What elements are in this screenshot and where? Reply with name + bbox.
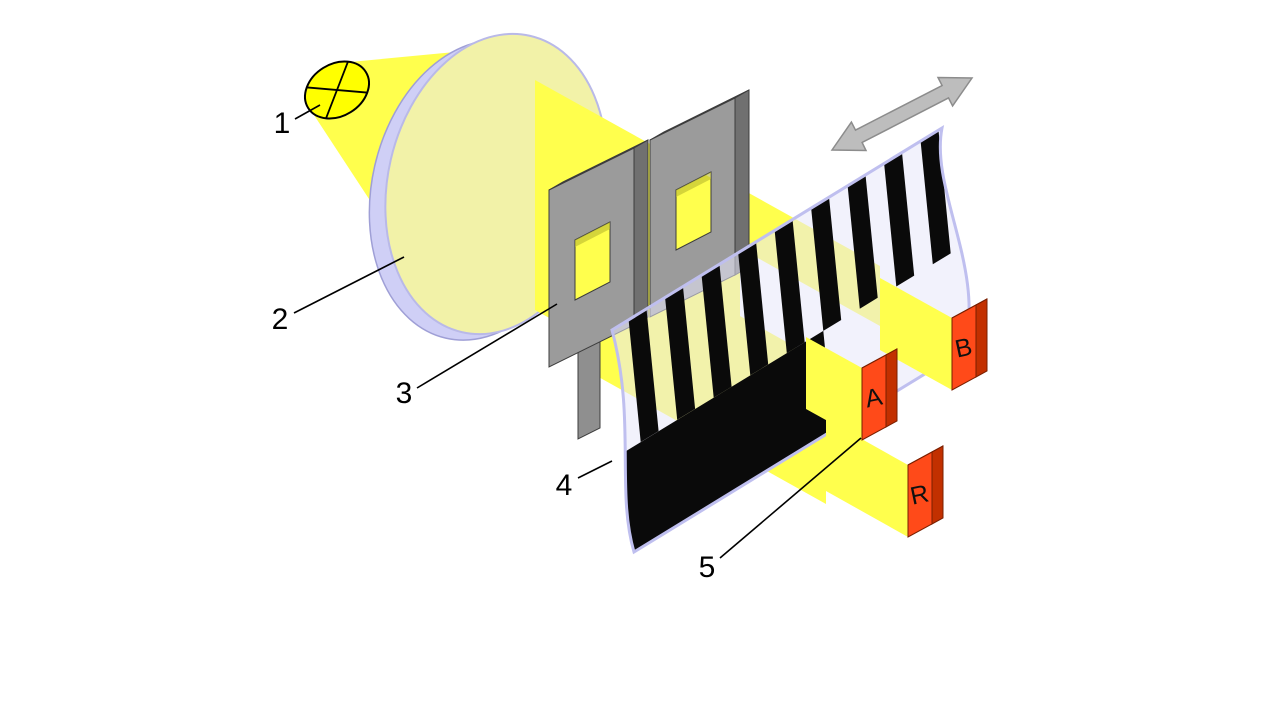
- detector-r-label: R: [908, 479, 931, 510]
- scale-stripe: [811, 197, 842, 331]
- scanning-mask: [548, 89, 750, 440]
- beam-to-a: [806, 337, 862, 440]
- detector-b-label: B: [953, 333, 975, 364]
- callout-4: 4: [556, 469, 573, 502]
- mask-left-side-face: [633, 139, 649, 326]
- leader-line-2: [293, 256, 405, 314]
- scale-stripe: [701, 264, 732, 398]
- callout-3: 3: [396, 377, 413, 410]
- detector-r: R: [907, 445, 944, 538]
- detector-a-label: A: [863, 383, 885, 414]
- scale-stripe: [628, 309, 659, 442]
- detector-a-side: [885, 348, 898, 428]
- detector-b: B: [951, 298, 988, 391]
- scale-stripe: [738, 242, 769, 376]
- detector-b-side: [975, 298, 988, 378]
- movement-arrow-icon: [830, 76, 974, 152]
- mask-right-window-shade: [676, 172, 711, 197]
- scale-stripe: [847, 175, 878, 309]
- reference-track: [612, 330, 834, 552]
- callout-5: 5: [699, 551, 716, 584]
- callout-1: 1: [274, 107, 291, 140]
- bulb-cross-line: [325, 61, 349, 119]
- detector-a: A: [861, 348, 898, 441]
- callout-2: 2: [272, 303, 289, 336]
- leader-line-3: [416, 303, 558, 389]
- code-scale: [610, 124, 971, 555]
- callouts: 1 2 3 4 5: [272, 104, 862, 584]
- detector-r-side: [931, 445, 944, 525]
- scale-stripe: [665, 286, 696, 420]
- leader-line-5: [719, 437, 862, 559]
- beam-to-b: [880, 278, 952, 390]
- detector-r-front: [907, 451, 933, 538]
- scale-stripe: [884, 153, 915, 287]
- scale-stripes: [612, 131, 951, 552]
- scale-stripe: [774, 220, 805, 354]
- light-source: [304, 60, 370, 120]
- leader-line-1: [294, 104, 321, 120]
- mask-left-window-shade: [575, 222, 610, 247]
- leader-line-4: [577, 460, 613, 479]
- scale-stripe: [920, 131, 951, 265]
- beam-to-r: [826, 419, 908, 537]
- detector-b-front: [951, 304, 977, 391]
- detector-a-front: [861, 354, 887, 441]
